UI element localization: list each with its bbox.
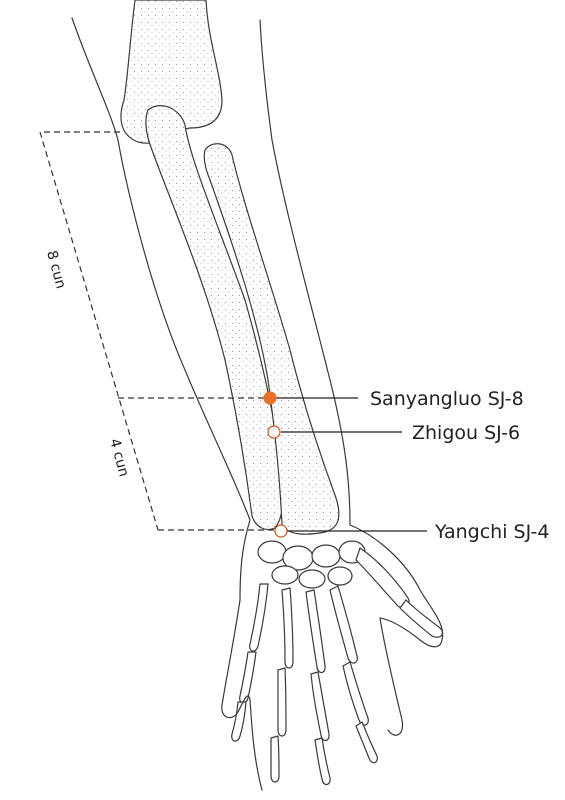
lower-cun-label: 4 cun [106, 437, 132, 479]
radius-bone [203, 143, 340, 535]
finger-bones [231, 547, 444, 786]
arm-outline [71, 17, 444, 641]
ulna-bone [145, 105, 284, 531]
zhigou-point-marker[interactable] [267, 425, 281, 439]
sanyangluo-label: Sanyangluo SJ-8 [370, 388, 524, 410]
sanyangluo-point-marker[interactable] [263, 391, 277, 405]
hand-outline [221, 599, 443, 791]
measurement-bracket [39, 131, 276, 531]
upper-cun-label: 8 cun [43, 249, 69, 291]
yangchi-point-marker[interactable] [274, 524, 288, 538]
zhigou-label: Zhigou SJ-6 [412, 422, 520, 444]
yangchi-label: Yangchi SJ-4 [434, 521, 549, 543]
carpal-bones [257, 540, 366, 589]
bracket-left-line [39, 131, 159, 531]
